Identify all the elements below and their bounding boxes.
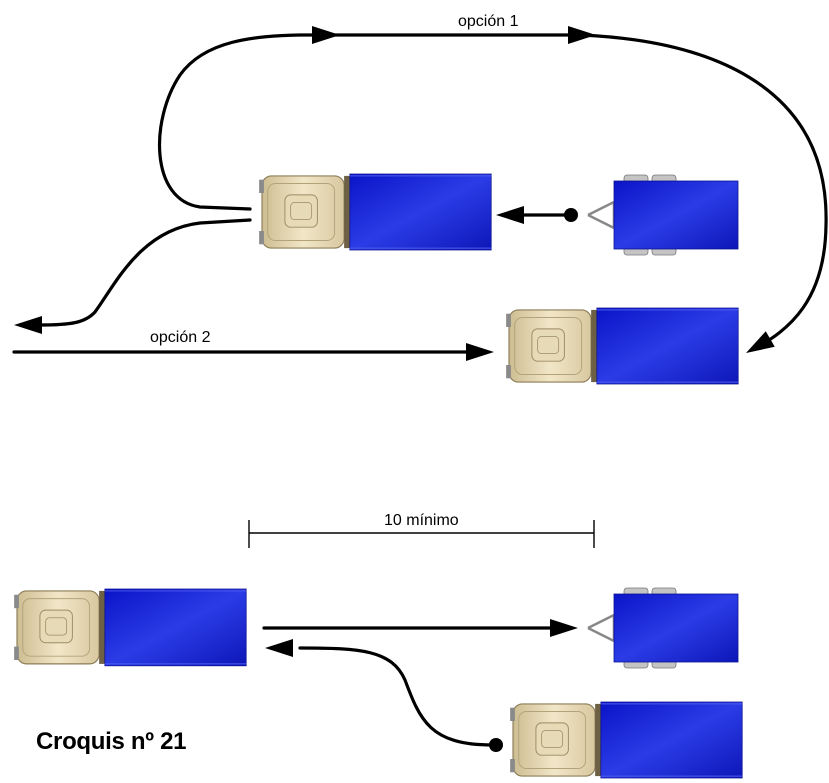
truck-topview-icon — [509, 701, 743, 779]
arrow-head-icon — [550, 619, 578, 637]
route-option-1 — [157, 33, 828, 352]
label-distance: 10 mínimo — [384, 512, 459, 529]
start-point-icon — [489, 738, 503, 752]
trailer-topview-icon — [586, 173, 740, 257]
arrow-head-icon — [568, 26, 596, 44]
hitch-point-icon — [564, 208, 578, 222]
arrow-head-icon — [496, 206, 524, 224]
arrow-head-icon — [14, 316, 42, 334]
route-exit-left — [38, 218, 252, 327]
arrow-head-icon — [265, 639, 293, 657]
trailer-topview-icon — [586, 586, 740, 670]
label-option-2: opción 2 — [150, 329, 211, 346]
truck-topview-icon — [258, 173, 492, 251]
arrow-head-icon — [466, 343, 494, 361]
route-return — [298, 646, 494, 747]
label-option-1: opción 1 — [458, 13, 519, 30]
truck-topview-icon — [13, 588, 247, 667]
figure-caption: Croquis nº 21 — [36, 728, 187, 755]
arrow-head-icon — [312, 26, 340, 44]
truck-topview-icon — [505, 307, 739, 385]
arrow-head-icon — [741, 331, 775, 361]
